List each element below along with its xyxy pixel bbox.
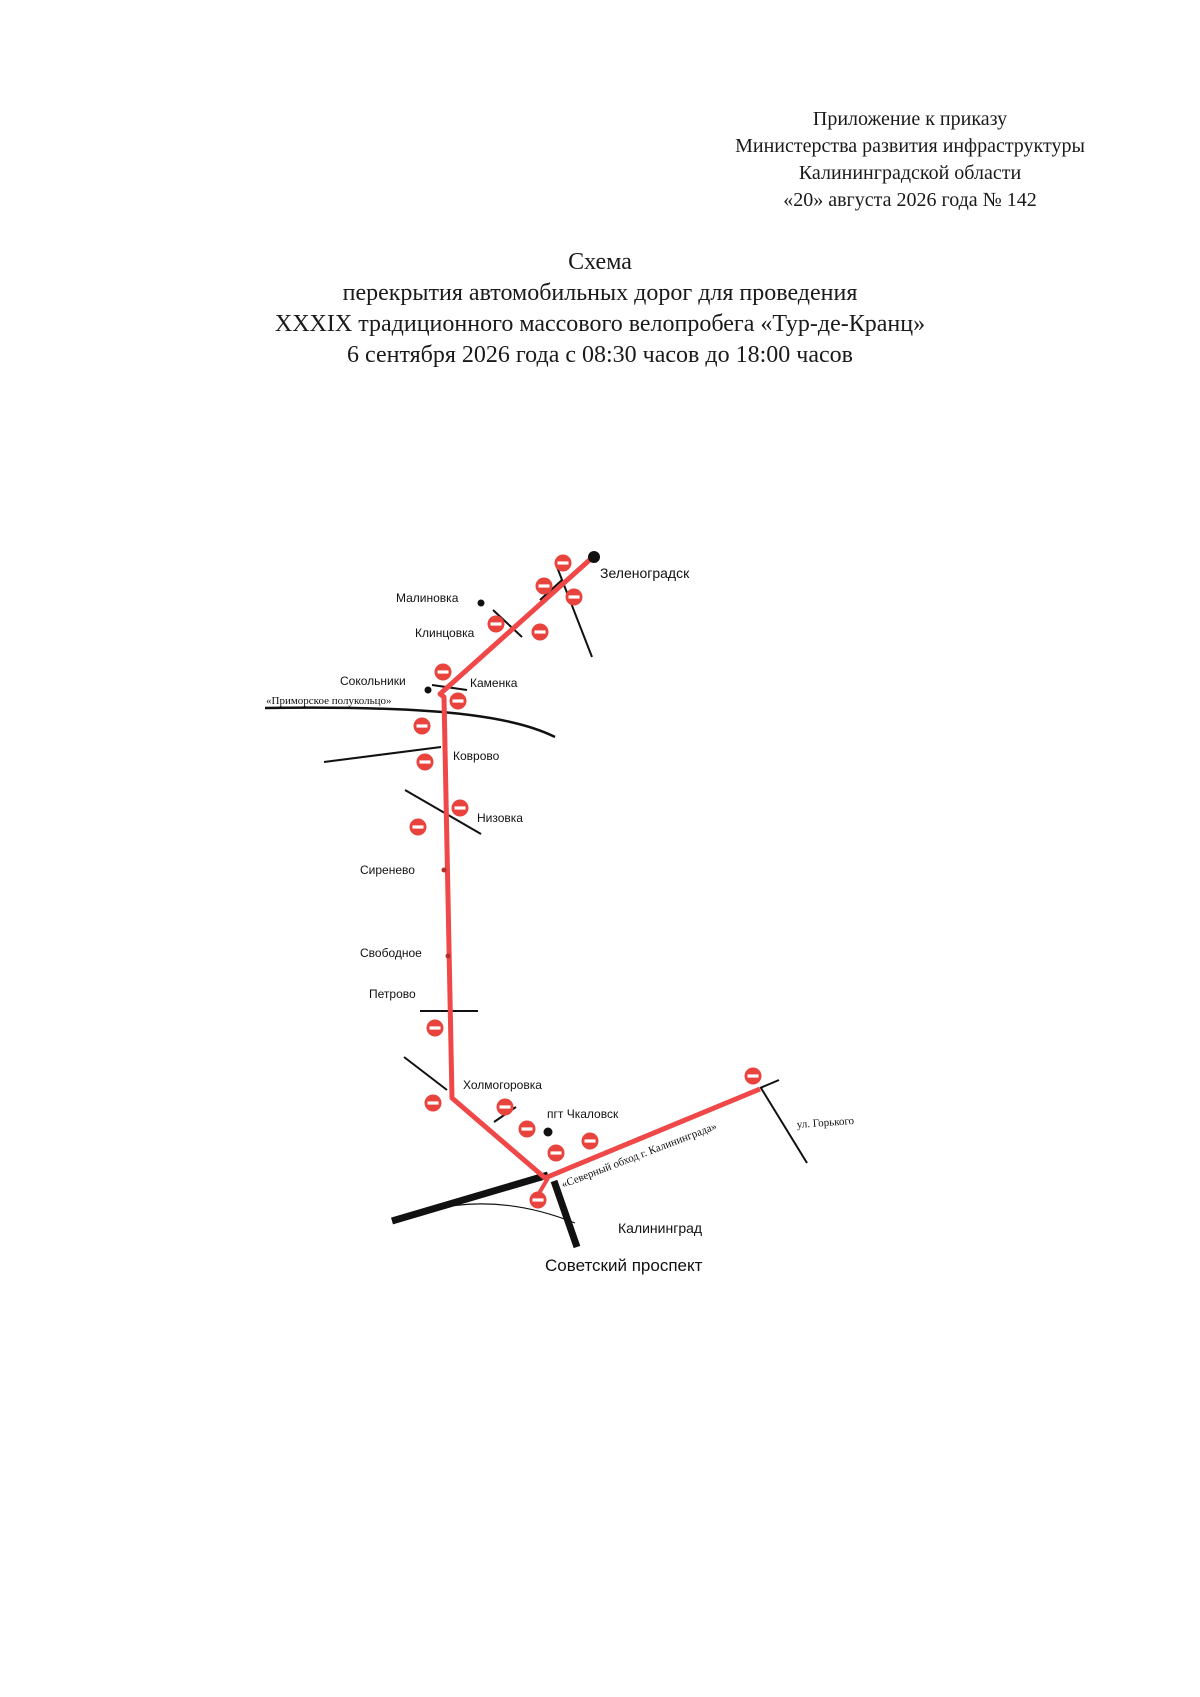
zelenogradsk-marker — [588, 551, 600, 563]
no-entry-icon — [554, 554, 572, 572]
no-entry-icon — [529, 1191, 547, 1209]
appendix-header: Приложение к приказу Министерства развит… — [680, 106, 1140, 214]
document-title: Схема перекрытия автомобильных дорог для… — [200, 247, 1000, 371]
road-kovrovo — [323, 746, 442, 763]
label-kovrovo: Коврово — [453, 749, 500, 763]
road-gorkogo-cross — [759, 1079, 780, 1089]
road-klintsovka — [492, 609, 523, 638]
no-entry-icon — [535, 577, 553, 595]
no-entry-icon — [565, 588, 583, 606]
label-klintsovka: Клинцовка — [415, 626, 475, 640]
label-nizovka: Низовка — [477, 811, 523, 825]
label-sovetsky: Советский проспект — [545, 1256, 703, 1275]
label-north-bypass: «Северный обход г. Калининграда» — [560, 1120, 719, 1190]
no-entry-icon — [426, 1019, 444, 1037]
label-sokolniki: Сокольники — [340, 674, 406, 688]
no-entry-icon — [531, 623, 549, 641]
appendix-line-4: «20» августа 2026 года № 142 — [783, 189, 1037, 211]
appendix-line-1: Приложение к приказу — [812, 108, 1008, 130]
appendix-line-2: Министерства развития инфраструктуры — [735, 135, 1085, 157]
road-gorkogo — [760, 1087, 808, 1164]
roads — [264, 566, 808, 1249]
road-kaliningrad-arc — [429, 1203, 576, 1224]
no-entry-icon — [424, 1094, 442, 1112]
no-entry-icon — [413, 717, 431, 735]
label-svobodnoe: Свободное — [360, 946, 422, 960]
label-petrovo: Петрово — [369, 987, 416, 1001]
no-entry-icon — [518, 1120, 536, 1138]
road-kaliningrad-west — [391, 1171, 549, 1225]
title-line-4: 6 сентября 2026 года с 08:30 часов до 18… — [347, 342, 853, 368]
sokolniki-marker — [424, 686, 432, 694]
road-kholmogorovka — [403, 1056, 448, 1091]
road-primorskoe-ring — [264, 706, 556, 739]
chkalovsk-marker — [543, 1127, 553, 1137]
title-line-2: перекрытия автомобильных дорог для прове… — [342, 280, 858, 306]
label-kaliningrad: Калининград — [618, 1220, 702, 1236]
road-nizovka — [404, 789, 482, 835]
no-entry-icon — [744, 1067, 762, 1085]
no-entry-icon — [581, 1132, 599, 1150]
title-line-1: Схема — [568, 249, 632, 275]
no-entry-icon — [547, 1144, 565, 1162]
settlement-markers — [424, 551, 600, 1137]
road-sovetsky — [550, 1179, 581, 1249]
map-labels: Зеленоградск Малиновка Клинцовка Сокольн… — [266, 565, 855, 1275]
no-entry-icon — [416, 753, 434, 771]
no-entry-icon — [409, 818, 427, 836]
no-entry-icon — [434, 663, 452, 681]
label-primorskoe: «Приморское полукольцо» — [266, 695, 392, 707]
label-gorkogo: ул. Горького — [796, 1115, 855, 1131]
label-zelenogradsk: Зеленоградск — [600, 565, 690, 581]
label-chkalovsk: пгт Чкаловск — [547, 1107, 619, 1121]
sirenevo-marker — [441, 867, 447, 873]
appendix-line-3: Калининградской области — [798, 162, 1022, 184]
label-sirenevo: Сиренево — [360, 863, 415, 877]
race-route — [437, 554, 761, 1181]
no-entry-icon — [496, 1098, 514, 1116]
label-kamenka: Каменка — [470, 676, 518, 690]
malinovka-marker — [477, 599, 485, 607]
label-kholmogorovka: Холмогоровка — [463, 1078, 542, 1092]
no-entry-icon — [451, 799, 469, 817]
no-entry-icon — [487, 615, 505, 633]
label-malinovka: Малиновка — [396, 591, 459, 605]
no-entry-icon — [449, 692, 467, 710]
title-line-3: XXXIX традиционного массового велопробег… — [274, 311, 926, 337]
svobodnoe-marker — [445, 953, 451, 959]
